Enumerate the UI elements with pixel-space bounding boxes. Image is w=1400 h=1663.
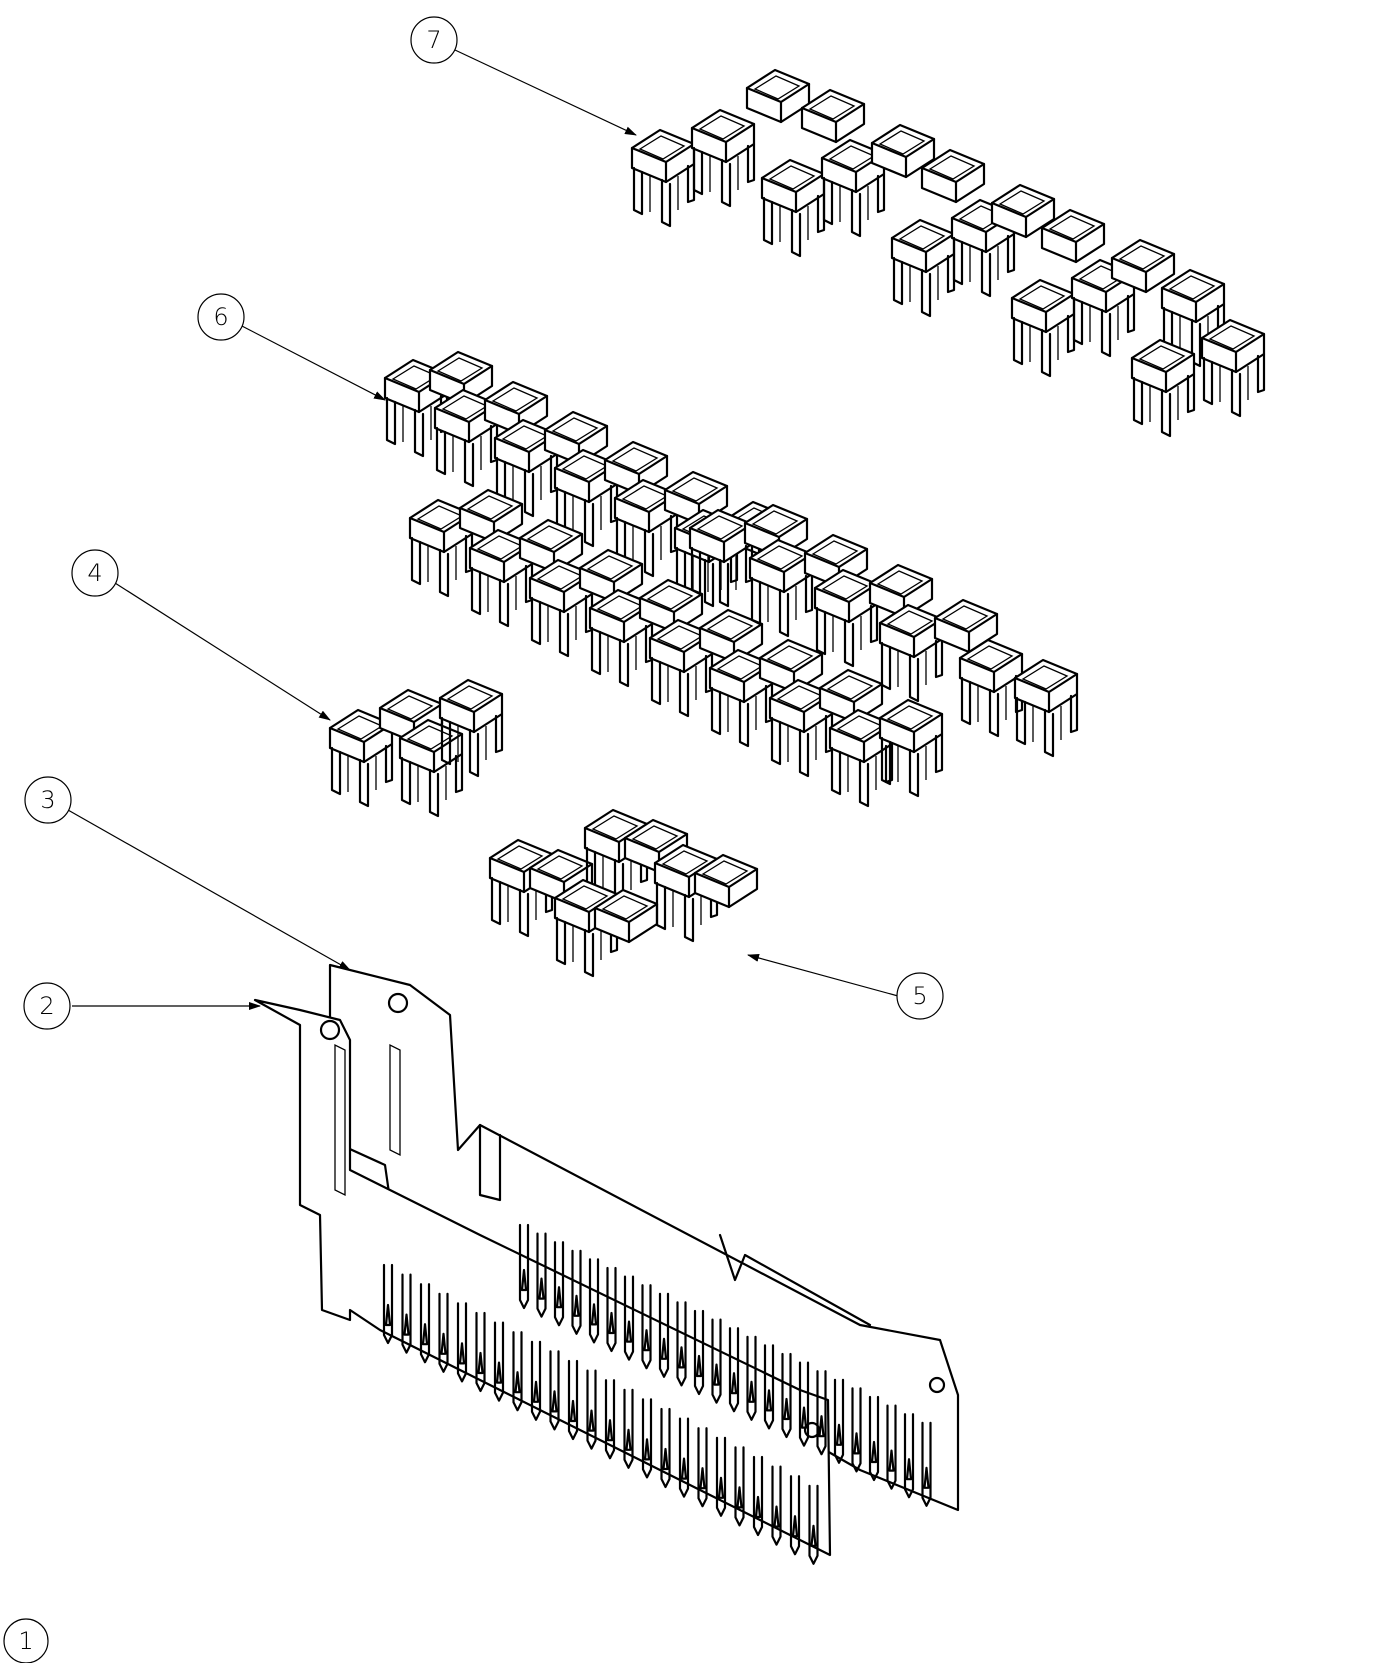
part-6-module-rows xyxy=(383,350,1079,808)
balloon-6: 6 xyxy=(197,293,245,341)
svg-text:3: 3 xyxy=(40,786,55,814)
balloon-2: 2 xyxy=(23,982,71,1030)
balloon-7: 7 xyxy=(410,16,458,64)
balloon-5: 5 xyxy=(896,972,944,1020)
balloon-1: 1 xyxy=(3,1618,49,1663)
svg-text:7: 7 xyxy=(426,26,441,54)
part-7-connection-modules xyxy=(630,68,1266,438)
balloon-3: 3 xyxy=(24,776,72,824)
leader-4 xyxy=(114,582,331,721)
svg-text:6: 6 xyxy=(213,303,228,331)
svg-text:1: 1 xyxy=(18,1627,33,1655)
leader-6 xyxy=(239,324,386,401)
leader-3 xyxy=(67,809,351,971)
leader-5 xyxy=(747,954,899,997)
svg-text:2: 2 xyxy=(39,992,54,1020)
part-1-base-frame xyxy=(253,963,960,1565)
leader-7 xyxy=(454,49,637,136)
svg-text:5: 5 xyxy=(912,982,927,1010)
part-4-module xyxy=(328,678,504,818)
balloon-4: 4 xyxy=(71,549,119,597)
svg-text:4: 4 xyxy=(87,559,102,587)
part-5-small-modules xyxy=(488,808,759,978)
leader-lines xyxy=(67,49,899,1010)
